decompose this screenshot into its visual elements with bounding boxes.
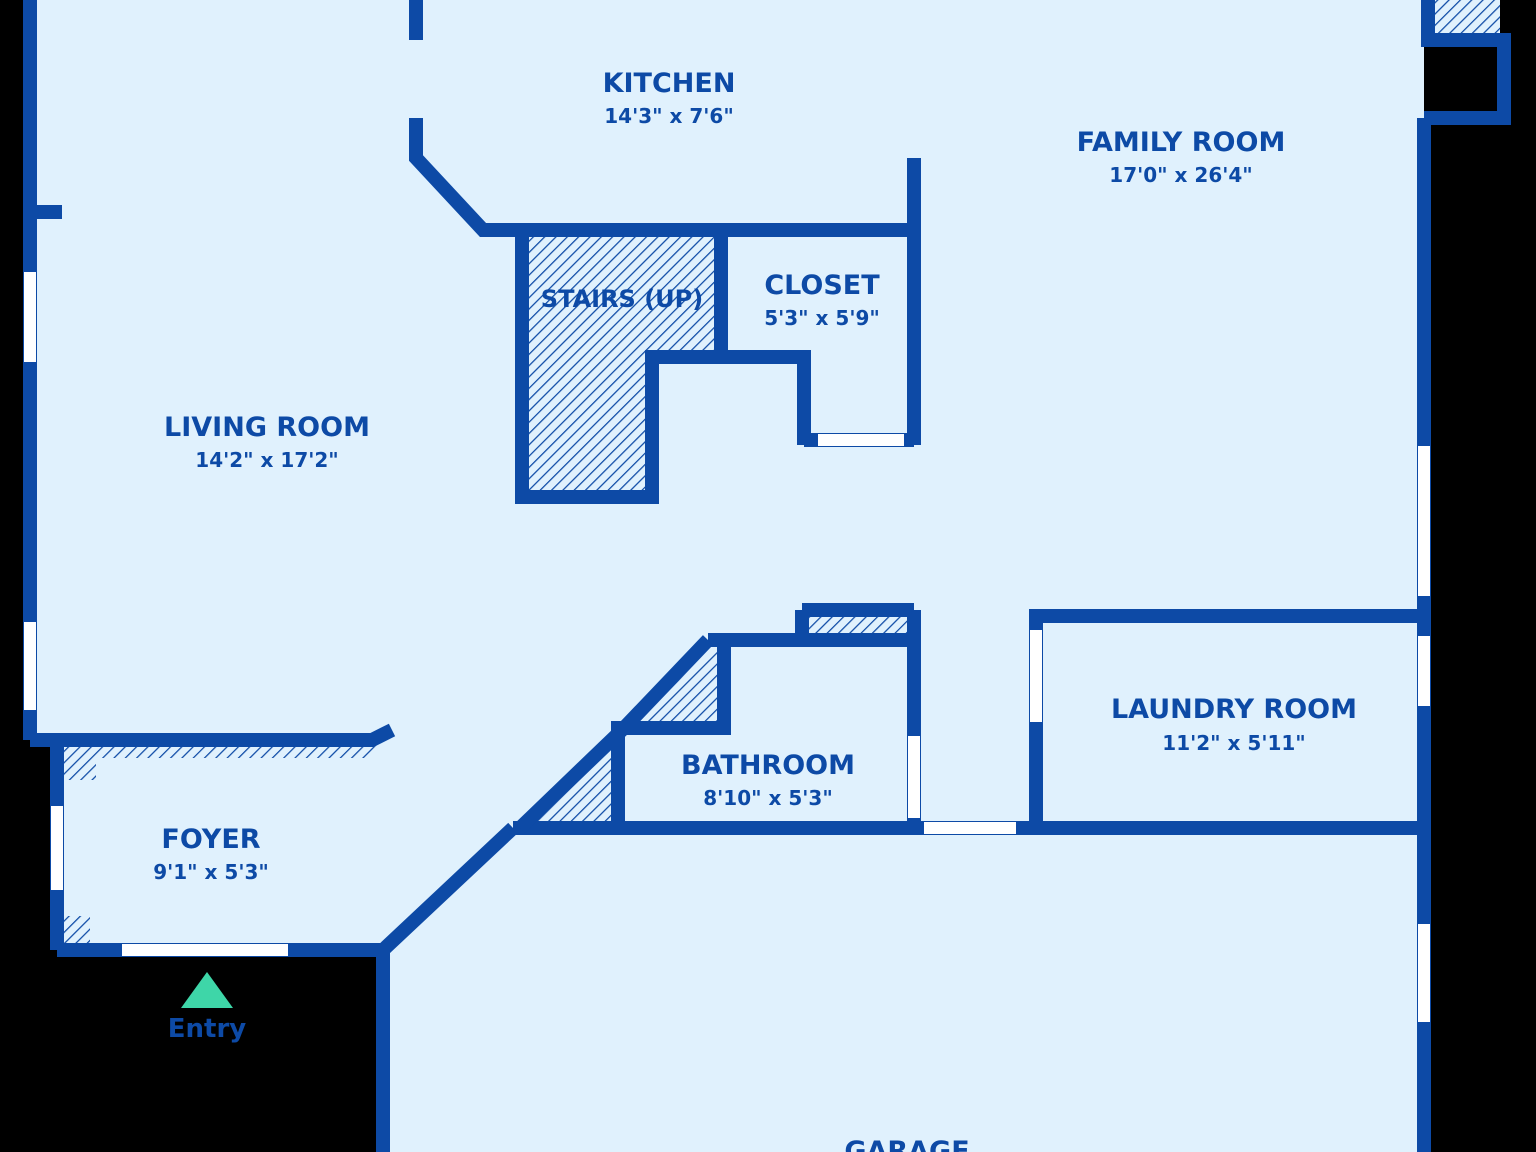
foyer-name: FOYER [161,824,260,855]
stairs-name: STAIRS (UP) [541,285,703,313]
closet-dims: 5'3" x 5'9" [764,306,880,330]
garage-name: GARAGE [844,1136,969,1152]
bath-upper-hatch [803,616,913,634]
room-labels: KITCHEN 14'3" x 7'6" FAMILY ROOM 17'0" x… [153,68,1357,1152]
laundry-room-name: LAUNDRY ROOM [1111,694,1357,725]
window-living-west-2 [24,622,36,710]
window-foyer-west [51,806,63,890]
family-room-dims: 17'0" x 26'4" [1109,163,1252,187]
wall-stairs [515,230,721,504]
wall-kitchen-diagonal [409,118,914,237]
kitchen-name: KITCHEN [603,68,736,99]
entry-label: Entry [168,1014,247,1044]
kitchen-dims: 14'3" x 7'6" [604,104,734,128]
wall-closet-west [714,230,811,445]
wall-kitchen-east-jog [1421,0,1511,125]
stairs-hatch [522,236,721,497]
door-garage [924,822,1016,834]
triangle-up-icon [181,972,233,1008]
family-room-name: FAMILY ROOM [1077,127,1286,158]
bathroom-dims: 8'10" x 5'3" [703,786,833,810]
openings [24,272,1430,1022]
foyer-dims: 9'1" x 5'3" [153,860,269,884]
window-garage-east [1418,924,1430,1022]
window-living-west-1 [24,272,36,362]
laundry-room-dims: 11'2" x 5'11" [1162,731,1305,755]
bathroom-name: BATHROOM [681,750,855,781]
wall-garage-west [376,822,518,1152]
closet-name: CLOSET [764,270,880,301]
wall-foyer-top [30,723,396,747]
wall-bath-inner [611,640,731,828]
door-bathroom [908,736,920,818]
window-family-east [1418,446,1430,596]
living-room-dims: 14'2" x 17'2" [195,448,338,472]
door-closet [818,434,904,446]
living-room-name: LIVING ROOM [164,412,370,443]
wall-laundry [1029,609,1424,828]
door-laundry [1030,630,1042,722]
door-foyer-entry [122,944,288,956]
window-laundry-east [1418,636,1430,706]
floor-area [30,0,1424,1152]
entry-marker: Entry [168,972,247,1044]
